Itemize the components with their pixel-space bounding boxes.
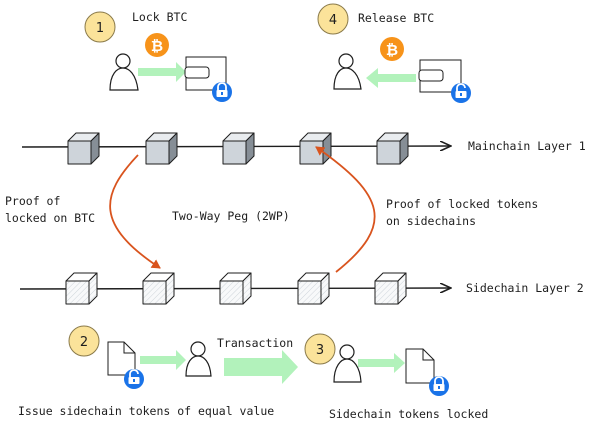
step-4-group: 4 Release BTC ₿ [317,3,471,103]
lock-open-icon [451,83,471,103]
step-label-lock-btc: Lock BTC [132,10,187,24]
mainchain-block [145,132,178,165]
sidechain: Sidechain Layer 2 [19,272,584,305]
user-icon [333,344,362,383]
peg-arrow-up [315,146,376,273]
bitcoin-icon: ₿ [145,33,169,57]
svg-text:₿: ₿ [151,37,163,55]
bitcoin-icon: ₿ [380,37,404,61]
sidechain-block [374,272,407,305]
step-label-tokens-locked: Sidechain tokens locked [329,407,488,421]
lock-closed-icon [429,376,449,396]
step-1-group: 1 Lock BTC ₿ [84,10,232,102]
step-label-release-btc: Release BTC [358,11,434,25]
green-arrow-right [358,353,405,373]
step-badge-2: 2 [68,325,100,357]
sidechain-label: Sidechain Layer 2 [466,281,584,295]
transaction-arrow [224,350,298,384]
sidechain-block [219,272,252,305]
user-icon [185,341,212,377]
wallet-icon [184,56,227,91]
sidechain-block [297,272,330,305]
lock-closed-icon [212,82,232,102]
proof-btc-label-line1: Proof of [5,194,60,208]
step-badge-4: 4 [317,3,349,35]
two-way-peg-title: Two-Way Peg (2WP) [172,209,290,223]
mainchain-block [299,132,332,165]
sidechain-block [142,272,175,305]
svg-text:₿: ₿ [386,41,398,59]
step-label-issue-tokens: Issue sidechain tokens of equal value [18,404,274,418]
peg-arrow-down [109,154,161,269]
mainchain-block [376,132,409,165]
step-badge-1: 1 [84,11,116,43]
mainchain-block [222,132,255,165]
transaction-label: Transaction [217,336,293,350]
mainchain: Mainchain Layer 1 [21,132,586,165]
green-arrow-left [366,68,416,88]
proof-sidechain-label-line1: Proof of locked tokens [386,197,538,211]
user-icon [109,53,139,91]
mainchain-label: Mainchain Layer 1 [468,139,586,153]
step-badge-3: 3 [304,333,336,365]
step-2-group: 2 Issue sidechain tokens of equal value [18,325,274,418]
step-number-4: 4 [329,13,337,28]
document-icon [107,341,136,376]
step-number-1: 1 [96,21,104,36]
step-number-3: 3 [316,343,324,358]
step-number-2: 2 [80,335,88,350]
document-icon [405,348,435,384]
step-3-group: 3 Sidechain tokens locked [304,333,488,421]
proof-btc-label-line2: locked on BTC [5,211,95,225]
proof-sidechain-label-line2: on sidechains [386,214,476,228]
green-arrow-right [138,62,186,82]
lock-open-icon [124,369,144,389]
mainchain-block [67,132,100,165]
sidechain-block [65,272,98,305]
user-icon [333,53,362,90]
green-arrow-right [140,350,186,370]
